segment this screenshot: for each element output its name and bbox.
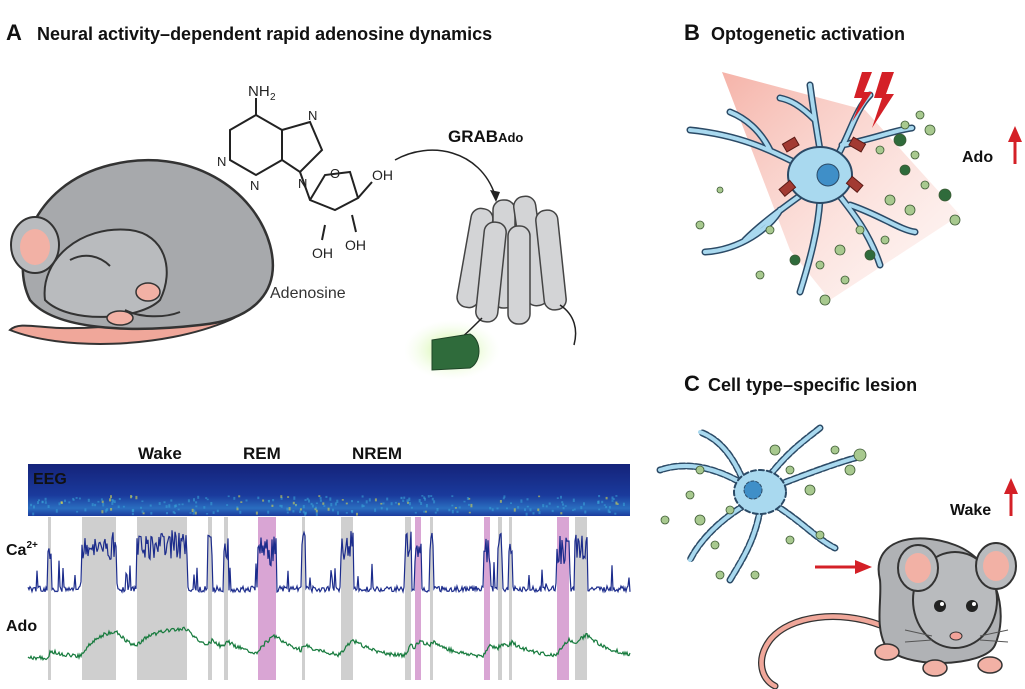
adenosine-name: Adenosine <box>270 285 346 302</box>
wake-band <box>302 517 305 680</box>
wake-band <box>498 517 502 680</box>
eeg-spectrogram-texture <box>30 495 625 516</box>
binding-arrow <box>394 149 496 196</box>
panel-b: B Optogenetic activation <box>684 20 1022 306</box>
panel-b-letter: B <box>684 20 700 45</box>
panel-a: A Neural activity–dependent rapid adenos… <box>6 20 577 380</box>
awake-mouse-illustration <box>758 537 1017 689</box>
hydroxyl-2: OH <box>312 245 333 261</box>
wake-band <box>48 517 51 680</box>
sensor-label: GRABAdo <box>448 127 523 146</box>
ring-n-3: N <box>308 108 317 123</box>
panel-c-wake-label: Wake <box>950 502 991 519</box>
wake-band <box>208 517 212 680</box>
panel-b-title: Optogenetic activation <box>711 24 905 44</box>
panel-c: C Cell type–specific lesion <box>656 371 1018 689</box>
wake-band <box>430 517 433 680</box>
rem-band <box>415 517 421 680</box>
amine-subscript: 2 <box>270 92 276 103</box>
adenosine-trace <box>27 626 631 662</box>
ring-n-4: N <box>298 176 307 191</box>
calcium-label: Ca2+ <box>6 540 38 559</box>
grab-sensor-illustration <box>404 195 577 380</box>
right-arrow-icon <box>815 560 872 574</box>
lightning-icon <box>852 72 894 128</box>
adenosine-particles-b <box>695 110 961 306</box>
ring-n-2: N <box>250 178 259 193</box>
binding-arrowhead <box>490 190 500 202</box>
panel-c-letter: C <box>684 371 700 396</box>
sleeping-mouse-illustration <box>8 159 275 345</box>
eeg-spectrogram <box>28 464 630 516</box>
adenosine-row-label: Ado <box>6 618 37 635</box>
up-arrow-icon-c <box>1004 478 1018 516</box>
wake-band <box>509 517 512 680</box>
panel-b-ado-label: Ado <box>962 149 993 166</box>
wake-band <box>224 517 228 680</box>
ring-n-1: N <box>217 154 226 169</box>
amine-label: NH <box>248 83 270 100</box>
calcium-trace <box>27 530 631 595</box>
eeg-label: EEG <box>33 471 67 488</box>
rem-band <box>557 517 569 680</box>
panel-a-letter: A <box>6 20 22 45</box>
legend-wake: Wake <box>138 444 182 463</box>
state-bands <box>48 517 587 680</box>
wake-band <box>82 517 116 680</box>
panel-c-title: Cell type–specific lesion <box>708 375 917 395</box>
legend-rem: REM <box>243 444 281 463</box>
legend-nrem: NREM <box>352 444 402 463</box>
hydroxyl-3: OH <box>345 237 366 253</box>
up-arrow-icon <box>1008 126 1022 164</box>
lesioned-astrocyte <box>656 424 859 584</box>
adenosine-particles-c <box>660 444 867 580</box>
rem-band <box>484 517 490 680</box>
panel-a-title: Neural activity–dependent rapid adenosin… <box>37 24 492 44</box>
sleep-recording: Wake REM NREM EEG Ca2+ Ado <box>6 444 631 680</box>
adenosine-structure <box>229 98 373 241</box>
hydroxyl-1: OH <box>372 167 393 183</box>
ring-o: O <box>330 166 340 181</box>
wake-band <box>405 517 411 680</box>
